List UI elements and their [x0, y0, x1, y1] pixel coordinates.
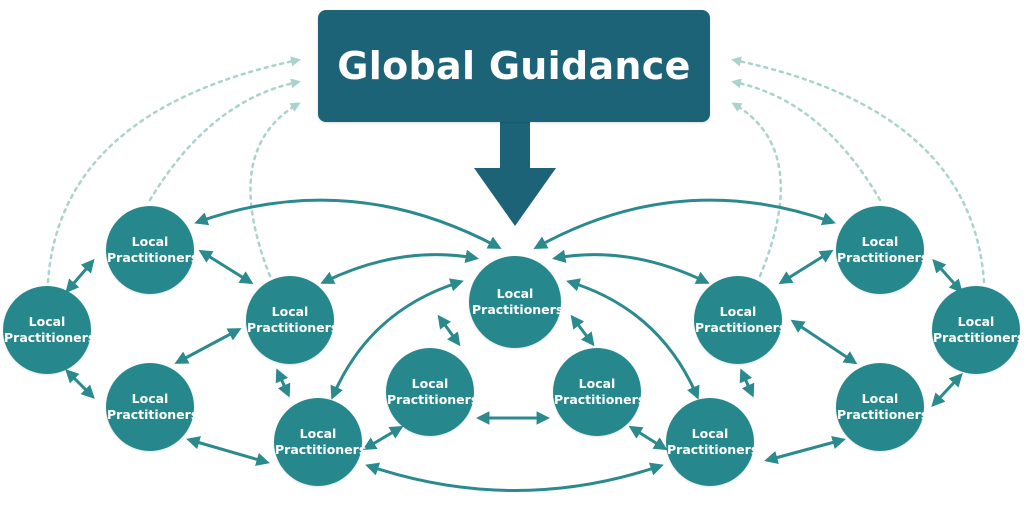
two-way-arrow: [65, 258, 95, 294]
two-way-arrow: [552, 249, 710, 284]
dashed-feedback-arrow: [731, 102, 783, 278]
two-way-arrow: [764, 435, 846, 465]
two-way-arrow: [365, 462, 664, 492]
dashed-feedback-arrow: [731, 56, 986, 284]
two-way-arrow: [65, 369, 95, 399]
two-way-arrow: [362, 425, 404, 451]
peer-exchange-arrows: [65, 198, 963, 492]
two-way-arrow: [570, 314, 595, 347]
two-way-arrow: [198, 249, 254, 285]
two-way-arrow: [628, 425, 668, 451]
two-way-arrow: [790, 319, 858, 365]
dashed-feedback-arrow: [46, 56, 301, 284]
two-way-arrow: [174, 328, 242, 364]
two-way-arrow: [931, 373, 963, 407]
two-way-arrow: [566, 278, 700, 400]
dashed-feedback-arrow: [731, 78, 882, 202]
two-way-arrow: [932, 258, 963, 294]
two-way-arrow: [320, 249, 479, 284]
two-way-arrow: [437, 314, 461, 347]
global-guidance-box: Global Guidance: [318, 10, 710, 122]
dashed-feedback-arrow: [249, 102, 301, 278]
two-way-arrow: [186, 436, 270, 466]
two-way-arrow: [533, 198, 836, 249]
two-way-arrow: [778, 249, 834, 285]
down-arrow: [474, 122, 556, 226]
two-way-arrow: [275, 368, 291, 398]
two-way-arrow: [194, 198, 502, 249]
two-way-arrow: [330, 278, 464, 400]
global-guidance-title: Global Guidance: [337, 44, 691, 88]
two-way-arrow: [739, 368, 755, 398]
dashed-feedback-arrow: [148, 78, 301, 202]
